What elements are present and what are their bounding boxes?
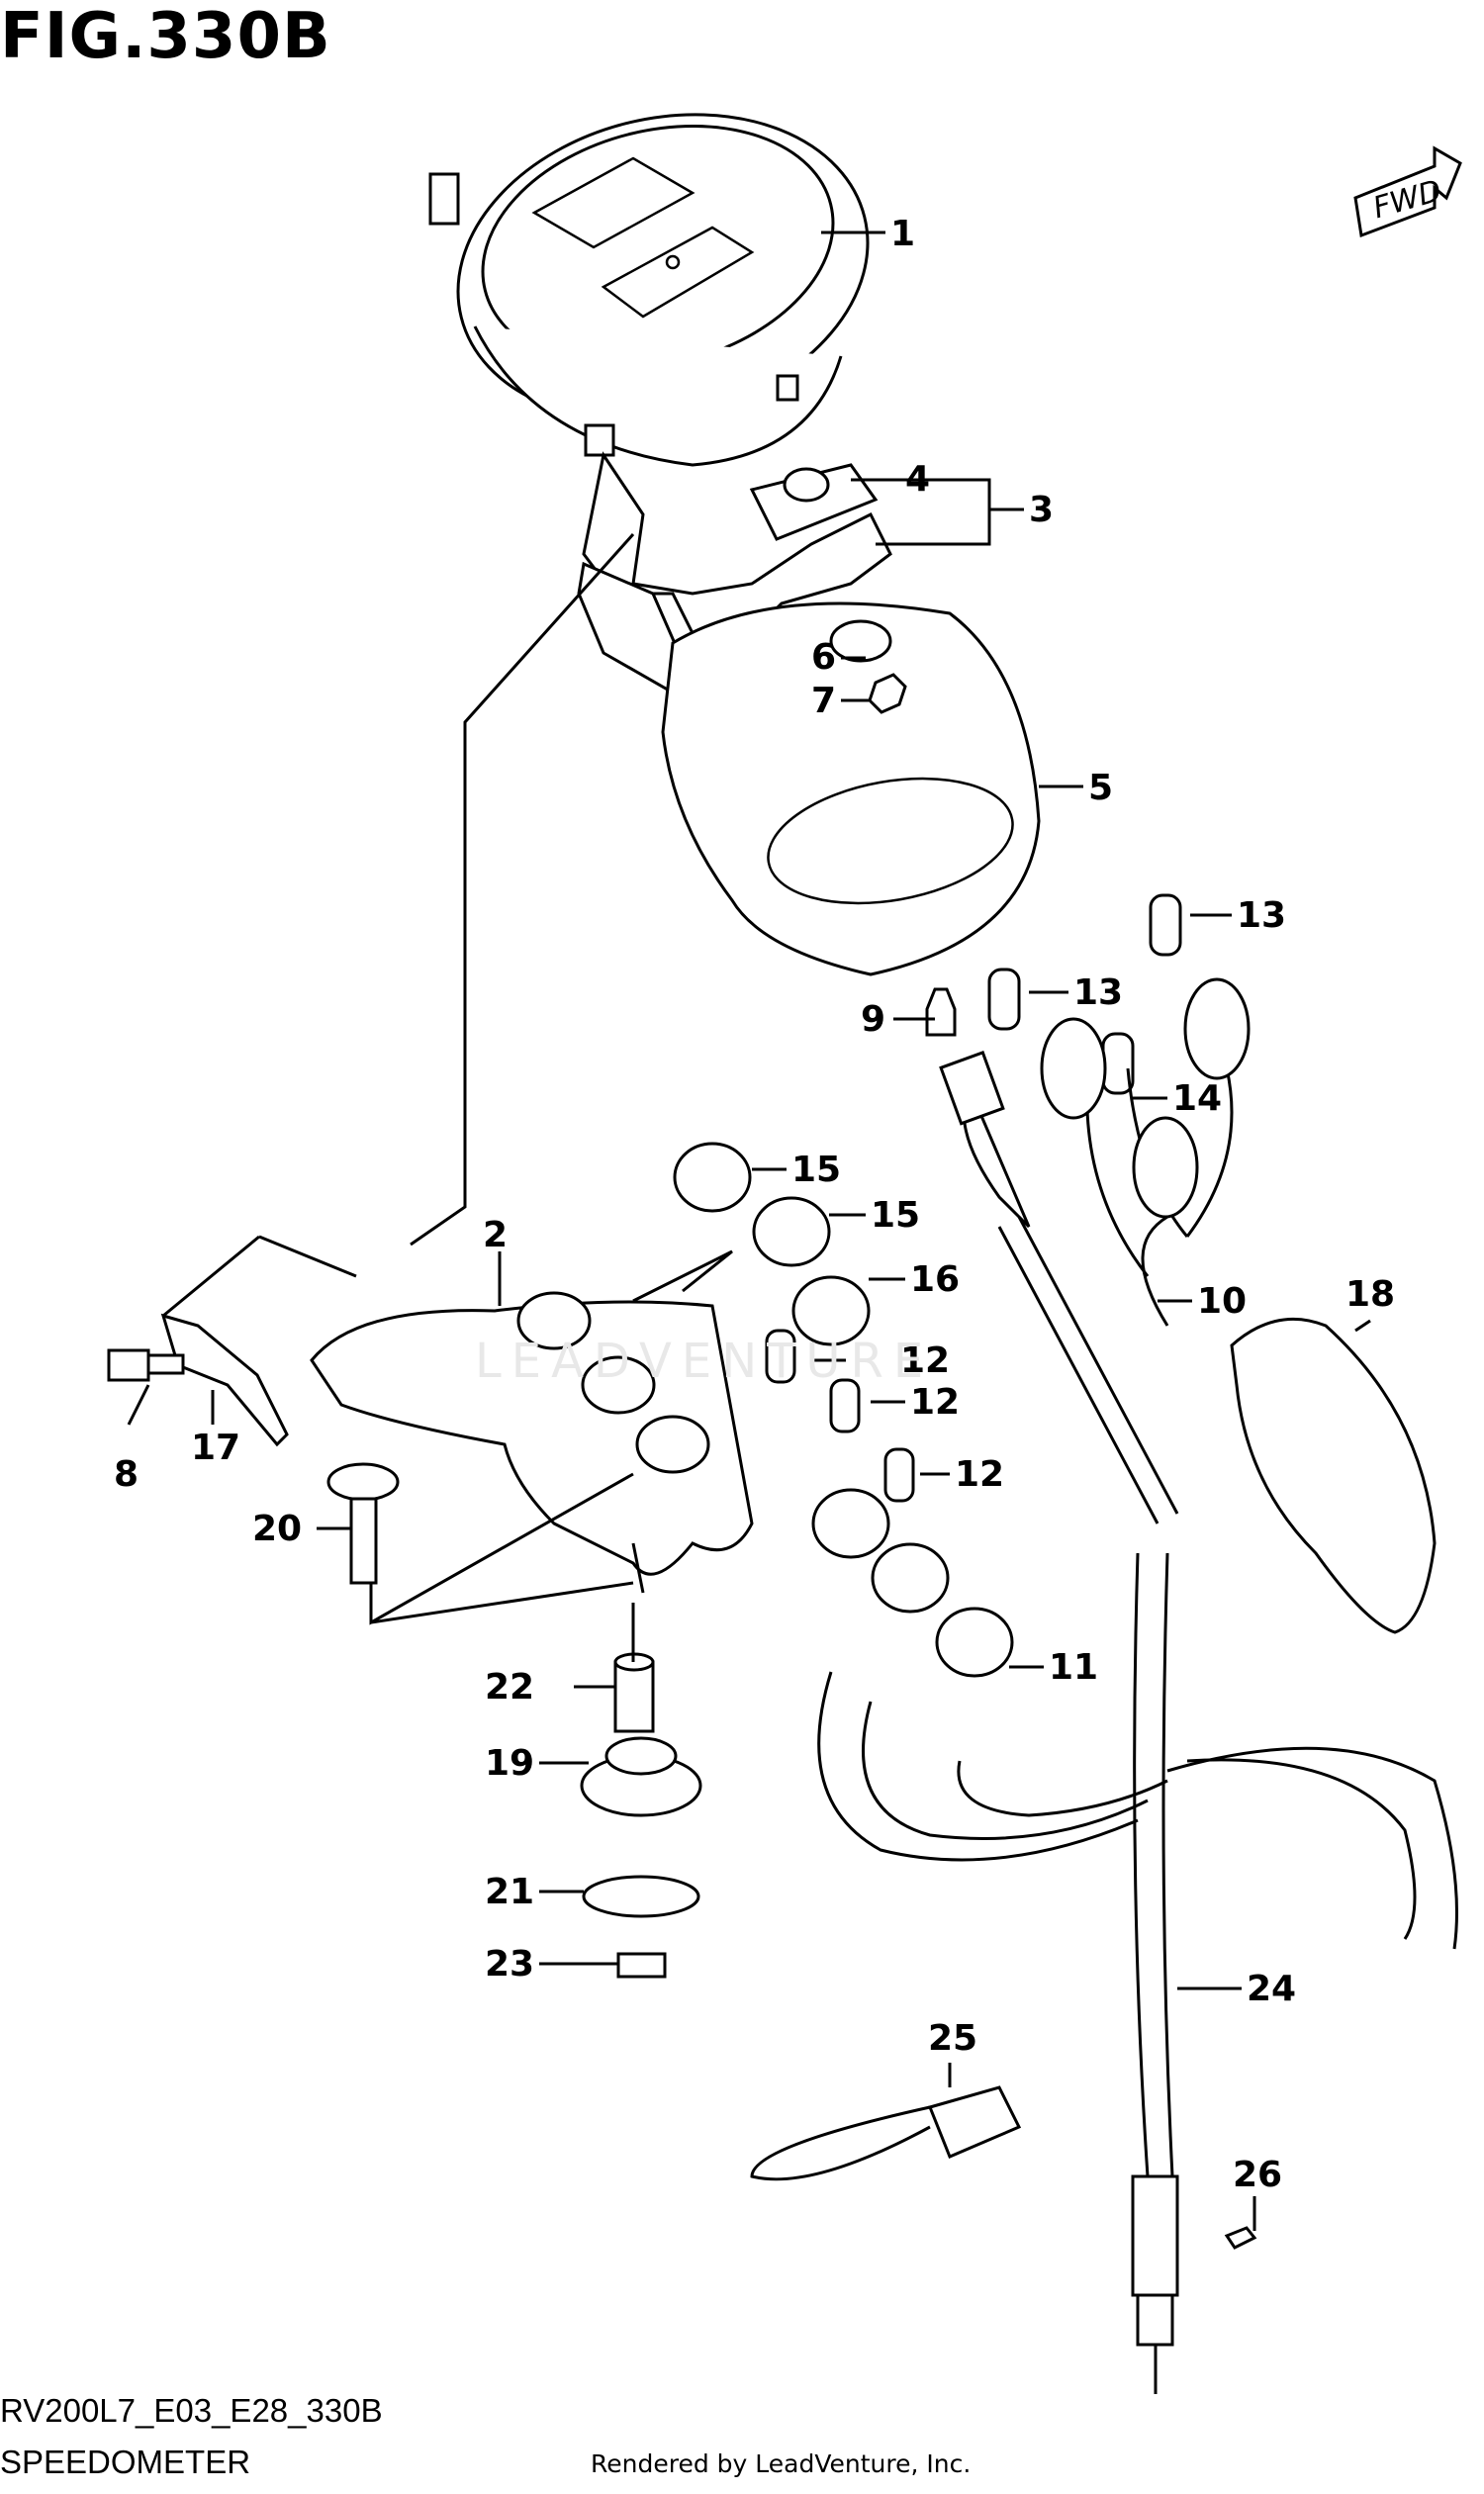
callout-20: 20 [252, 1509, 302, 1549]
callout-8: 8 [114, 1454, 139, 1495]
callout-7: 7 [811, 681, 836, 721]
bolt-part [107, 1348, 185, 1382]
figure-title: FIG.330B [0, 0, 331, 73]
watermark-logo: LEADVENTURE [475, 1334, 933, 1389]
callout-3: 3 [1029, 490, 1054, 530]
clamp-part [160, 1313, 289, 1447]
callout-9: 9 [861, 999, 885, 1040]
callout-19: 19 [485, 1743, 534, 1784]
speedometer-part [428, 113, 870, 467]
cushion-part [749, 463, 879, 541]
callout-16: 16 [910, 1259, 960, 1300]
plug-part [673, 1142, 871, 1346]
cable-clip-part [750, 2085, 1022, 2181]
bulb-part [987, 893, 1182, 1095]
small-bulb-part [765, 1329, 915, 1503]
callout-2: 2 [483, 1215, 508, 1255]
callout-15a: 15 [791, 1150, 841, 1190]
callout-6: 6 [811, 637, 836, 678]
indicator-cover-part [1230, 1317, 1437, 1634]
callout-18: 18 [1345, 1274, 1395, 1315]
washer-part [582, 1875, 700, 1918]
callout-12c: 12 [955, 1454, 1004, 1495]
callout-17: 17 [191, 1428, 240, 1468]
fwd-arrow-icon: FWD [1353, 145, 1462, 238]
callout-labels: 1 2 3 4 5 6 7 8 9 10 11 12 12 12 13 13 1… [114, 214, 1395, 2195]
indicator-plate-part [310, 1291, 754, 1594]
callout-14: 14 [1172, 1078, 1222, 1119]
callout-1: 1 [890, 214, 915, 254]
grommet-part [580, 1736, 702, 1817]
socket-harness-part [811, 1488, 1458, 1950]
callout-22: 22 [485, 1667, 534, 1708]
small-screw-part [1224, 2226, 1257, 2250]
callout-23: 23 [485, 1944, 534, 1985]
leader-lines [127, 231, 1371, 2231]
render-credit: Rendered by LeadVenture, Inc. [591, 2449, 972, 2478]
wiring-harness-part [1040, 977, 1251, 1327]
callout-5: 5 [1088, 768, 1113, 808]
speedometer-cable-part [939, 1051, 1179, 2394]
callout-4: 4 [905, 459, 930, 500]
callout-13b: 13 [1073, 972, 1123, 1013]
screw-part [925, 987, 957, 1037]
callout-11: 11 [1049, 1647, 1098, 1688]
diagram-caption: SPEEDOMETER [0, 2444, 251, 2480]
nut-part [616, 1952, 667, 1979]
callout-24: 24 [1247, 1969, 1296, 2009]
callout-26: 26 [1233, 2155, 1282, 2195]
callout-21: 21 [485, 1872, 534, 1912]
diagram-code: RV200L7_E03_E28_330B [0, 2392, 383, 2429]
callout-13a: 13 [1237, 895, 1286, 936]
callout-12a: 12 [900, 1340, 950, 1381]
collar-part [613, 1652, 655, 1733]
long-bolt-part [326, 1462, 400, 1585]
callout-25: 25 [928, 2018, 977, 2059]
callout-15b: 15 [871, 1195, 920, 1236]
callout-12b: 12 [910, 1382, 960, 1423]
meter-case-part [661, 601, 1041, 976]
callout-10: 10 [1197, 1281, 1247, 1322]
